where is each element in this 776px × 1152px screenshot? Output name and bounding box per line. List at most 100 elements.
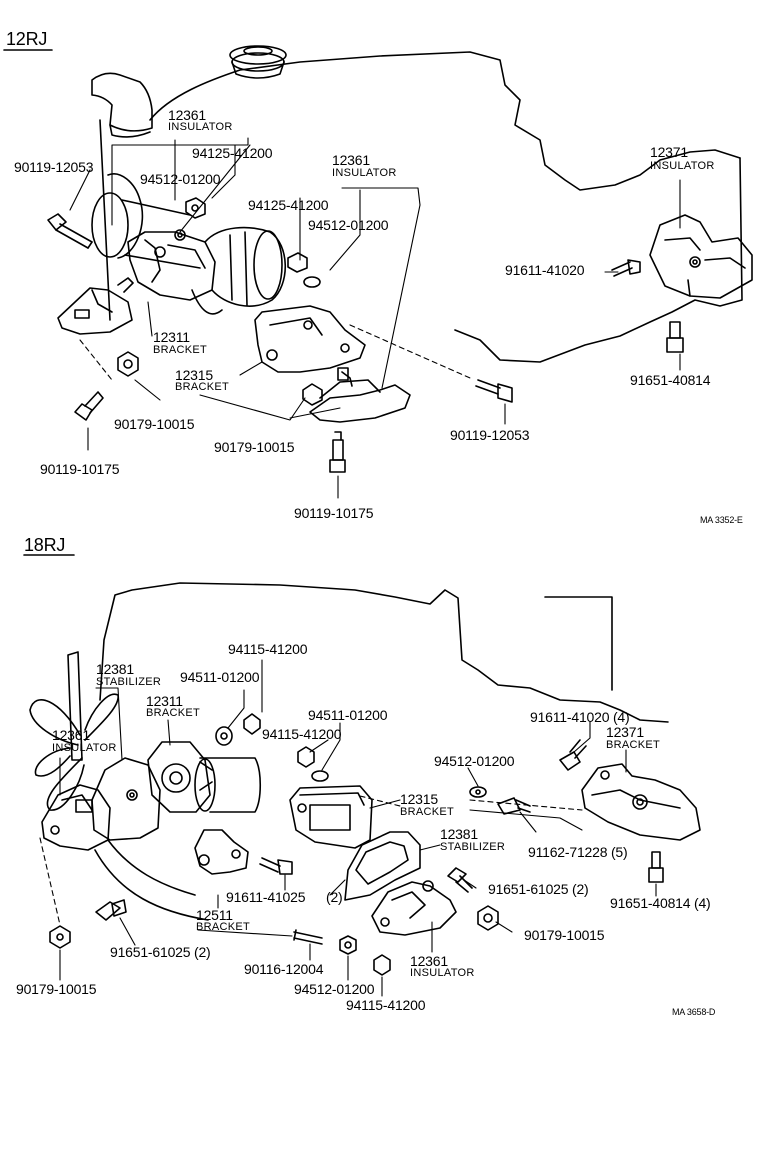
cylinder-block-lower <box>194 757 262 813</box>
label-90179-10015-d: 90179-10015 <box>16 981 97 997</box>
bolt-90119-12053-left <box>47 213 93 249</box>
stud-90116-12004 <box>293 929 323 945</box>
label-12381-stabilizer-a-name: STABILIZER <box>96 676 162 688</box>
label-94511-01200-a: 94511-01200 <box>180 669 260 685</box>
label-12381-stabilizer-b-number: 12381 <box>440 826 478 842</box>
nut-94512-top-left <box>185 197 206 219</box>
label-12381-stabilizer-b-name: STABILIZER <box>440 841 506 853</box>
fan-belt-pulley <box>91 119 201 321</box>
label-91162-71228-qty5: 91162-71228 (5) <box>528 844 628 860</box>
bolt-90119-10175-left <box>74 391 104 421</box>
upper-hose <box>91 72 153 138</box>
insulator-12361-rear <box>309 367 411 423</box>
leader-lines-12rj <box>69 137 681 499</box>
label-12371-insulator-number: 12371 <box>650 144 688 160</box>
label-90119-10175-b: 90119-10175 <box>294 505 374 521</box>
fan <box>29 651 119 811</box>
bolt-91651-61025-right <box>447 867 473 893</box>
label-12311-bracket-b-name: BRACKET <box>146 707 201 719</box>
bolt-91611-41020 <box>611 259 641 277</box>
bolt-90119-12053-right <box>475 379 513 403</box>
bracket-12371-bottom <box>581 763 701 841</box>
label-12511-bracket-name: BRACKET <box>196 921 251 933</box>
bolt-91651-40814-bottom <box>648 851 664 883</box>
label-94512-01200-a: 94512-01200 <box>140 171 221 187</box>
nut-90179-left <box>117 351 139 377</box>
label-94512-01200-b: 94512-01200 <box>308 217 389 233</box>
label-91651-61025-left: 91651-61025 (2) <box>110 944 211 960</box>
label-90179-10015-b: 90179-10015 <box>214 439 295 455</box>
engine-outline-18rj <box>99 582 669 723</box>
nut-94125-mid <box>287 252 308 273</box>
label-90179-10015-c: 90179-10015 <box>524 927 605 943</box>
label-12361-insulator-d-number: 12361 <box>410 953 448 969</box>
bolt-91611-41020-bottom <box>559 739 587 771</box>
insulator-12371 <box>649 214 753 299</box>
bracket-12311 <box>57 277 134 335</box>
oil-filler-cap <box>229 45 287 79</box>
figure-ref-18rj: MA 3658-D <box>672 1007 716 1017</box>
stabilizer-12381-upper <box>91 757 209 921</box>
nut-90179-bottom-right <box>477 905 499 931</box>
leader-lines-18rj <box>39 659 657 997</box>
label-94125-41200-b: 94125-41200 <box>248 197 329 213</box>
label-91611-41025-qty: (2) <box>326 889 343 905</box>
insulator-12361-bottom-right <box>371 880 457 936</box>
label-94512-01200-c: 94512-01200 <box>434 753 515 769</box>
nut-90179-mid <box>302 383 323 406</box>
insulator-12361-front <box>127 229 216 301</box>
alternator-body <box>191 226 287 315</box>
bolt-90119-10175-mid <box>329 431 346 473</box>
bracket-12315-bottom <box>289 785 373 849</box>
label-94115-41200-a: 94115-41200 <box>228 641 308 657</box>
stabilizer-12381-lower <box>344 831 421 901</box>
label-94511-01200-b: 94511-01200 <box>308 707 388 723</box>
bolt-91651-61025-left <box>95 899 127 921</box>
bolt-91651-40814 <box>666 321 684 353</box>
label-12361-insulator-a-name: INSULATOR <box>168 121 233 133</box>
label-12315-bracket-b-number: 12315 <box>400 791 438 807</box>
section-heading-18rj: 18RJ <box>24 535 66 555</box>
bracket-12511 <box>194 829 249 875</box>
label-12511-bracket-number: 12511 <box>196 907 233 923</box>
label-91611-41020: 91611-41020 <box>505 262 585 278</box>
washer-94512-top-right <box>469 786 487 798</box>
label-94115-41200-c: 94115-41200 <box>346 997 426 1013</box>
label-90116-12004: 90116-12004 <box>244 961 324 977</box>
label-12311-bracket-b-number: 12311 <box>146 693 183 709</box>
label-94125-41200-a: 94125-41200 <box>192 145 273 161</box>
label-90119-10175-a: 90119-10175 <box>40 461 120 477</box>
label-90179-10015-a: 90179-10015 <box>114 416 195 432</box>
label-12361-insulator-c-number: 12361 <box>52 727 90 743</box>
label-12371-bracket-name: BRACKET <box>606 739 661 751</box>
label-12315-bracket-number: 12315 <box>175 367 213 383</box>
label-90119-12053-a: 90119-12053 <box>14 159 94 175</box>
label-12361-insulator-b-name: INSULATOR <box>332 167 397 179</box>
section-heading-12rj: 12RJ <box>6 29 48 49</box>
nut-90179-bottom-left <box>49 925 71 949</box>
engine-outline-12rj <box>149 51 743 363</box>
label-12361-insulator-a-number: 12361 <box>168 107 206 123</box>
label-91651-40814-qty4: 91651-40814 (4) <box>610 895 711 911</box>
label-94512-01200-d: 94512-01200 <box>294 981 375 997</box>
bracket-12315 <box>254 305 366 373</box>
label-12315-bracket-name: BRACKET <box>175 381 230 393</box>
label-91651-40814: 91651-40814 <box>630 372 711 388</box>
label-12311-bracket-number: 12311 <box>153 329 190 345</box>
washer-94512-mid <box>303 276 321 288</box>
washer-94511-upper <box>215 726 233 746</box>
insulator-12361-bottom-left <box>41 784 111 851</box>
label-94115-41200-b: 94115-41200 <box>262 726 342 742</box>
label-91651-61025-right: 91651-61025 (2) <box>488 881 589 897</box>
label-90119-12053-b: 90119-12053 <box>450 427 530 443</box>
label-91611-41025: 91611-41025 <box>226 889 306 905</box>
nut-94115-upper <box>243 713 261 735</box>
label-12371-bracket-number: 12371 <box>606 724 644 740</box>
bolt-91611-41025 <box>259 857 293 875</box>
label-12361-insulator-b-number: 12361 <box>332 152 370 168</box>
label-12315-bracket-b-name: BRACKET <box>400 806 455 818</box>
label-12361-insulator-c-name: INSULATOR <box>52 742 117 754</box>
washer-94512-bottom <box>339 935 357 955</box>
figure-ref-12rj: MA 3352-E <box>700 515 743 525</box>
